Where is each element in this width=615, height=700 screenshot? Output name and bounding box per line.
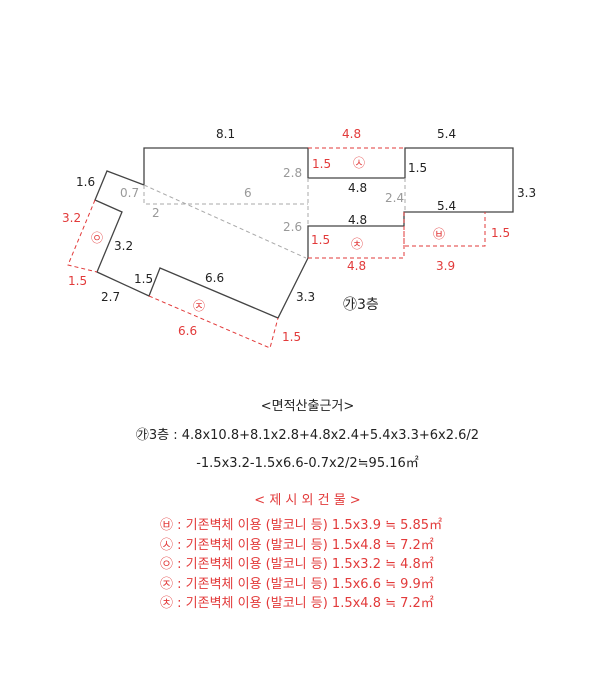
balcony-ch: [308, 226, 405, 259]
diagonal-division: [143, 184, 307, 259]
dim-label: 3.3: [296, 290, 315, 304]
excluded-list: ㉥ : 기존벽체 이용 (발코니 등) 1.5x3.9 ≒ 5.85㎡ ㉦ : …: [160, 516, 442, 614]
dim-label: 2.8: [283, 166, 302, 180]
balcony-j: [148, 295, 279, 349]
dim-label: 4.8: [348, 181, 367, 195]
area-division-lines: [143, 185, 308, 205]
dim-label: 1.5: [68, 274, 87, 288]
dim-label: 1.6: [76, 175, 95, 189]
excluded-item: ㉧ : 기존벽체 이용 (발코니 등) 1.5x3.2 ≒ 4.8㎡: [160, 557, 434, 572]
dim-label: 2.4: [385, 191, 404, 205]
dim-label: 1.5: [491, 226, 510, 240]
dim-label: 3.9: [436, 259, 455, 273]
excluded-title: < 제 시 외 건 물 >: [254, 493, 361, 508]
dim-label: 8.1: [216, 127, 235, 141]
balcony-b: [403, 212, 486, 247]
marker-b: ㉥: [433, 227, 445, 241]
dim-label: 1.5: [408, 161, 427, 175]
dim-label: 3.3: [517, 186, 536, 200]
dim-label: 0.7: [120, 186, 139, 200]
dim-label: 1.5: [134, 272, 153, 286]
dim-label: 4.8: [348, 213, 367, 227]
excluded-item: ㉥ : 기존벽체 이용 (발코니 등) 1.5x3.9 ≒ 5.85㎡: [160, 518, 443, 533]
building-outline: [94, 147, 514, 319]
dim-label: 3.2: [114, 239, 133, 253]
marker-s: ㉦: [353, 156, 365, 170]
excluded-item: ㉩ : 기존벽체 이용 (발코니 등) 1.5x4.8 ≒ 7.2㎡: [160, 596, 434, 611]
floor-label: ㉮3층: [343, 297, 379, 313]
calc-formula-line2: -1.5x3.2-1.5x6.6-0.7x2/2≒95.16㎡: [196, 456, 419, 471]
dim-label: 4.8: [342, 127, 361, 141]
calc-title: <면적산출근거>: [260, 399, 355, 414]
marker-ch: ㉩: [351, 237, 363, 251]
dim-label: 2.6: [283, 220, 302, 234]
dim-label: 4.8: [347, 259, 366, 273]
dim-label: 2.7: [101, 290, 120, 304]
calc-formula-line1: ㉮3층 : 4.8x10.8+8.1x2.8+4.8x2.4+5.4x3.3+6…: [135, 428, 480, 443]
dim-label: 1.5: [282, 330, 301, 344]
dim-label: 6: [244, 186, 252, 200]
dim-label: 5.4: [437, 199, 456, 213]
dim-label: 5.4: [437, 127, 456, 141]
dim-label: 6.6: [178, 324, 197, 338]
dim-label: 3.2: [62, 211, 81, 225]
marker-o: ㉧: [91, 231, 103, 245]
excluded-item: ㉨ : 기존벽체 이용 (발코니 등) 1.5x6.6 ≒ 9.9㎡: [160, 576, 434, 592]
excluded-item: ㉦ : 기존벽체 이용 (발코니 등) 1.5x4.8 ≒ 7.2㎡: [160, 537, 434, 553]
balcony-o: [67, 199, 98, 273]
dim-label: 2: [152, 206, 160, 220]
dim-label: 1.5: [312, 157, 331, 171]
dim-label: 6.6: [205, 271, 224, 285]
dim-label: 1.5: [311, 233, 330, 247]
marker-j: ㉨: [193, 299, 205, 313]
